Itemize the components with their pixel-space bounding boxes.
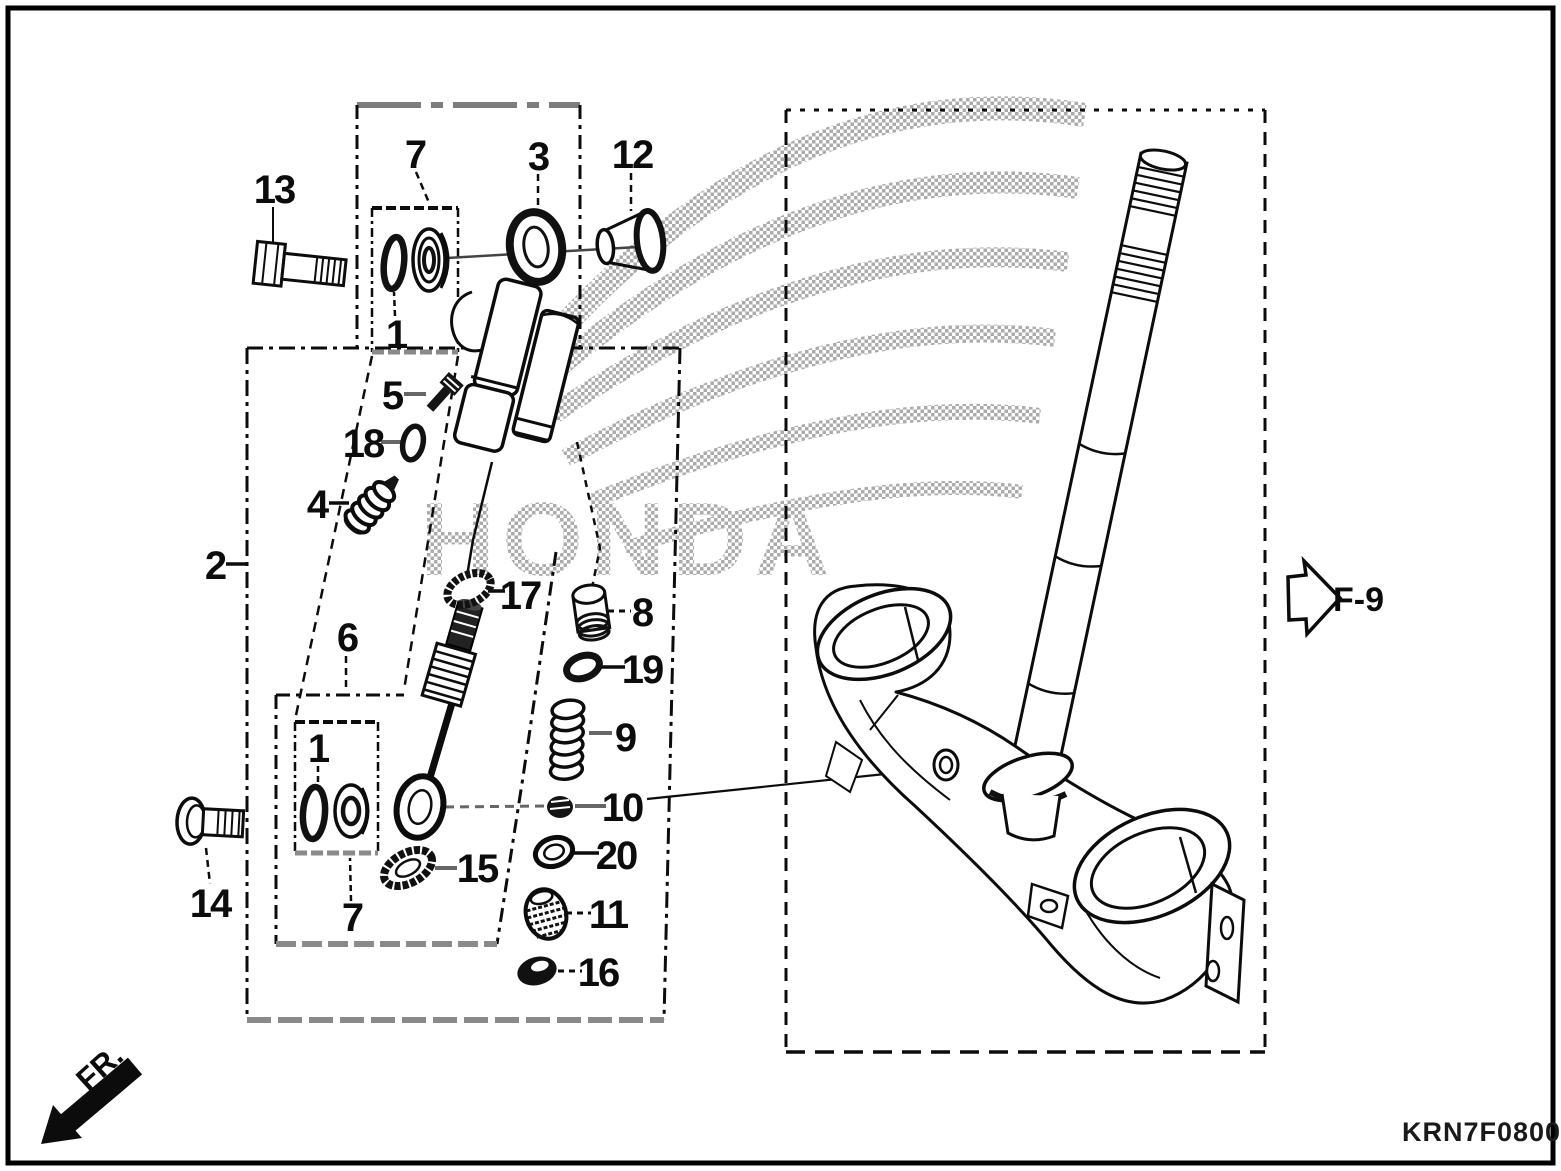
callout-9: 9 (615, 716, 636, 760)
callout-15: 15 (457, 847, 499, 891)
callout-10: 10 (602, 786, 643, 830)
callout-7-bottom: 7 (342, 896, 363, 940)
part-19-oring (563, 651, 603, 683)
callout-2: 2 (205, 544, 226, 588)
honda-watermark: HONDA (420, 96, 1087, 598)
part-20-oring (532, 834, 576, 870)
callout-18: 18 (343, 422, 385, 466)
damper-rod-assembly (393, 598, 484, 841)
callout-4: 4 (307, 483, 330, 527)
steering-damper-body (450, 277, 581, 453)
callout-1-bottom: 1 (308, 727, 330, 771)
part-3-collar (505, 208, 567, 286)
part-9-spring (548, 698, 586, 782)
part-10-nut (547, 796, 573, 818)
box6-right-edge (495, 551, 558, 945)
callout-16: 16 (578, 951, 619, 995)
callout-17: 17 (500, 574, 541, 618)
part-7-bearing-top (411, 227, 450, 293)
part-18-oring (399, 423, 427, 463)
part-8-bush (571, 583, 612, 642)
part-5-screw (426, 372, 464, 412)
callout-19: 19 (622, 648, 663, 692)
callout-20: 20 (596, 834, 637, 878)
callout-12: 12 (612, 133, 653, 177)
callout-5: 5 (382, 374, 404, 418)
part-11-threaded-bush (523, 887, 569, 941)
part-12-cone-mount (595, 208, 667, 274)
callout-3: 3 (528, 135, 549, 179)
callout-11: 11 (589, 893, 629, 937)
callout-7-top: 7 (405, 133, 426, 177)
part-7-bearing-bottom (333, 783, 370, 839)
part-17-ring (443, 569, 495, 609)
projection-line-right (402, 355, 460, 691)
fr-direction: FR. (41, 1038, 143, 1144)
callout-1-top: 1 (386, 313, 408, 357)
part-4-adjuster-spring (343, 475, 399, 535)
page-border (5, 5, 1556, 1166)
part-1-oring-bottom (299, 783, 329, 843)
callout-labels: 13 7 3 12 1 5 18 4 2 17 8 6 19 9 1 10 20… (190, 133, 665, 995)
diagram-code: KRN7F0800 (1402, 1117, 1561, 1147)
box2-right-edge (662, 347, 682, 1021)
callout-14: 14 (190, 882, 233, 926)
callout-8: 8 (632, 591, 654, 635)
part-1-oring-top (380, 233, 408, 293)
callout-13: 13 (254, 168, 295, 212)
f9-reference[interactable]: F-9 (1286, 555, 1384, 639)
callout-6: 6 (337, 616, 358, 660)
f9-label: F-9 (1333, 581, 1384, 619)
part-16-ring-nut (517, 956, 557, 986)
part-14-flange-bolt (175, 796, 246, 846)
fr-arrow-shaft (56, 1057, 143, 1135)
f9-arrow-icon (1286, 555, 1343, 639)
projection-line-left (293, 355, 374, 721)
part-13-flange-bolt (251, 239, 348, 288)
fr-arrow-head-icon (41, 1105, 82, 1144)
part-15-ring (379, 845, 437, 891)
steering-stem-assembly (813, 148, 1246, 1005)
